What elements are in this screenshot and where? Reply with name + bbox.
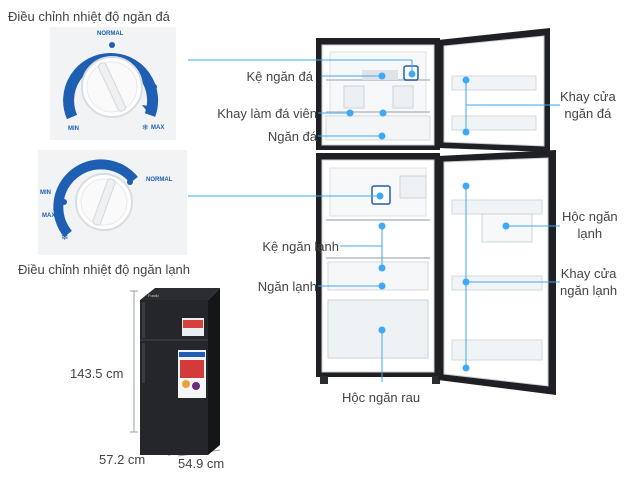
thermostat-dial-icon [63, 42, 159, 120]
fridge-dial-max: MAX [42, 213, 56, 219]
fridge-dial-title: Điều chỉnh nhiệt độ ngăn lạnh [18, 262, 191, 277]
label-freezer-door-tray-line1: Khay cửa [560, 89, 616, 104]
width-dimension: 54.9 cm [178, 456, 225, 471]
label-fridge-shelf: Kệ ngăn lạnh [262, 239, 339, 254]
label-fridge-box: Hộc ngăn lạnh [562, 208, 618, 242]
label-freezer: Ngăn đá [267, 129, 317, 144]
fridge-logo: Funiki [148, 293, 159, 298]
fridge-dial-panel: MIN NORMAL MAX ❄ [38, 150, 187, 255]
freezer-dial-max: MAX [151, 125, 165, 131]
label-fridge-box-line2: lạnh [577, 226, 603, 241]
fridge-dial-min: MIN [40, 190, 51, 196]
label-fridge: Ngăn lạnh [257, 279, 317, 294]
label-ice-tray: Khay làm đá viên [217, 106, 317, 121]
snowflake-icon: ❄ [61, 232, 69, 242]
fridge-dial-normal: NORMAL [146, 177, 173, 183]
label-crisper: Hộc ngăn rau [342, 390, 421, 405]
thermostat-dial-icon [53, 159, 138, 238]
label-fridge-door-tray-line1: Khay cửa [560, 266, 617, 281]
label-freezer-door-tray: Khay cửa ngăn đá [560, 88, 616, 122]
freezer-dial-panel: NORMAL MIN ❄ MAX [50, 27, 176, 140]
label-fridge-door-tray: Khay cửa ngăn lạnh [560, 265, 617, 299]
freezer-dial-title: Điều chỉnh nhiệt độ ngăn đá [8, 9, 170, 24]
snowflake-icon: ❄ [142, 123, 149, 132]
label-freezer-shelf: Kệ ngăn đá [246, 69, 313, 84]
label-fridge-box-line1: Hộc ngăn [562, 209, 618, 224]
height-dimension: 143.5 cm [70, 366, 124, 381]
freezer-dial-normal: NORMAL [97, 31, 124, 37]
depth-dimension: 57.2 cm [99, 452, 146, 467]
label-fridge-door-tray-line2: ngăn lạnh [560, 283, 618, 298]
freezer-dial-min: MIN [68, 126, 79, 132]
label-freezer-door-tray-line2: ngăn đá [564, 106, 612, 121]
